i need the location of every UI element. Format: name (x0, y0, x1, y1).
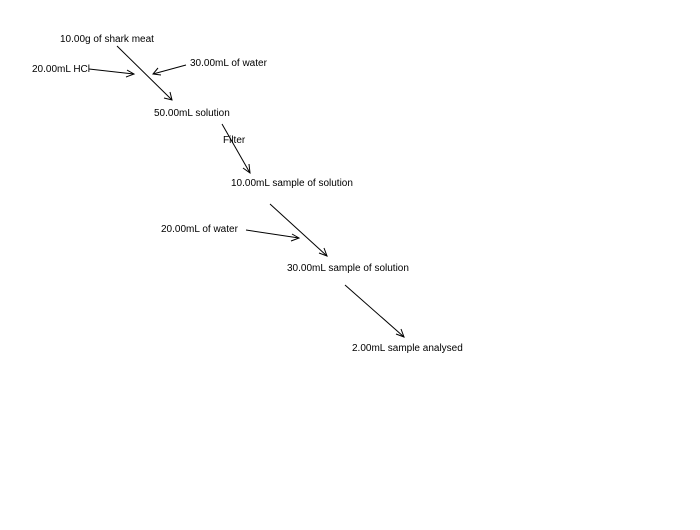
label-water-1: 30.00mL of water (190, 58, 267, 69)
arrow-water-to-mix (152, 64, 187, 76)
arrow-shark-meat-to-solution (116, 45, 173, 101)
arrow-water-2-to-mix (245, 229, 301, 242)
arrow-sample-30-to-analysed (344, 284, 405, 338)
arrow-solution-to-sample-10 (221, 123, 251, 175)
label-filter: Filter (223, 135, 246, 146)
arrow-sample-10-to-sample-30 (269, 203, 328, 257)
label-sample-10: 10.00mL sample of solution (231, 178, 353, 189)
arrow-hcl-to-mix (88, 68, 136, 78)
label-water-2: 20.00mL of water (161, 224, 238, 235)
label-hcl: 20.00mL HCl (32, 64, 90, 75)
label-analysed: 2.00mL sample analysed (352, 343, 463, 354)
label-sample-30: 30.00mL sample of solution (287, 263, 409, 274)
label-solution-50: 50.00mL solution (154, 108, 230, 119)
label-shark-meat: 10.00g of shark meat (60, 34, 154, 45)
